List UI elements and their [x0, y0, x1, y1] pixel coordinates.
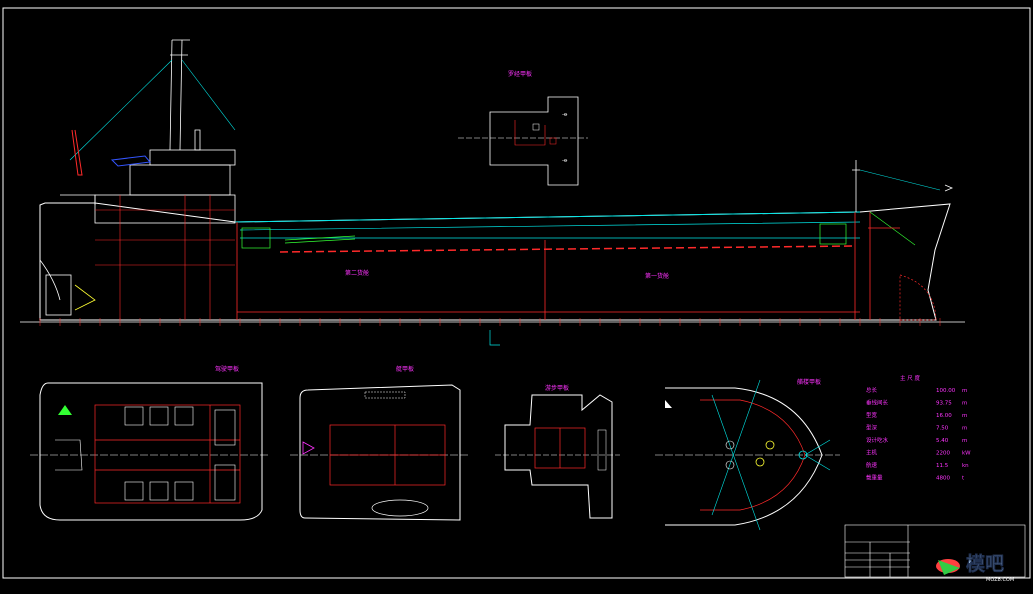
- deck-plan-4: 艏楼甲板: [655, 378, 840, 531]
- spec-label: 航速: [866, 461, 878, 469]
- spec-unit: m: [962, 426, 967, 432]
- specs-title: 主 尺 度: [900, 374, 920, 382]
- spec-unit: t: [962, 476, 965, 482]
- spec-value: 2200: [936, 451, 950, 457]
- specifications-table: 主 尺 度 总长 100.00 m 垂线间长 93.75 m 型宽 16.00 m 型深 7.50 m…: [866, 374, 971, 482]
- watermark-logo: 模吧 MOZ8.COM: [936, 552, 1014, 583]
- draft-marker: [489, 330, 500, 346]
- spec-unit: m: [962, 388, 967, 394]
- spec-unit: m: [962, 413, 967, 419]
- spec-value: 100.00: [936, 388, 956, 394]
- hold-top-dashed: [279, 245, 856, 253]
- compass-deck-plan: 罗经甲板 -ꝋ -ꝋ: [458, 70, 588, 186]
- frame-ticks: [39, 318, 941, 326]
- watermark-text: 模吧: [966, 552, 1004, 575]
- spec-value: 16.00: [936, 413, 952, 419]
- spec-label: 总长: [866, 386, 878, 394]
- stern: [39, 205, 96, 316]
- spec-label: 主机: [866, 449, 878, 457]
- hold-label-1: 第一货舱: [645, 272, 669, 280]
- watermark-subtext: MOZ8.COM: [986, 577, 1014, 583]
- spec-label: 设计吃水: [866, 436, 889, 444]
- spec-label: 垂线间长: [866, 399, 889, 407]
- profile-view: 第二货舱 第一货舱: [20, 39, 965, 346]
- spec-value: 4800: [936, 476, 950, 482]
- view-title-compass-deck: 罗经甲板: [508, 70, 532, 78]
- deck-plan-3: 游步甲板: [495, 384, 620, 519]
- bulkheads: [236, 212, 871, 320]
- view-title-4: 艏楼甲板: [797, 378, 821, 386]
- foremast: [852, 160, 860, 212]
- main-deck-line: [234, 211, 861, 223]
- rigging: [69, 59, 941, 246]
- crane: [71, 129, 83, 176]
- hold-label-2: 第二货舱: [345, 269, 369, 277]
- bow: [868, 227, 937, 321]
- spec-unit: m: [962, 401, 967, 407]
- spec-value: 93.75: [936, 401, 952, 407]
- spec-unit: kW: [962, 451, 971, 457]
- hatch-covers: [241, 223, 847, 249]
- spec-label: 载重量: [866, 474, 883, 482]
- svg-text:-ꝋ: -ꝋ: [562, 158, 568, 164]
- drawing-border: [2, 7, 1031, 579]
- deck-plan-1: 驾驶甲板: [30, 365, 270, 521]
- view-title-1: 驾驶甲板: [215, 365, 239, 373]
- spec-value: 5.40: [936, 438, 949, 444]
- superstructure: [60, 39, 236, 224]
- spec-value: 7.50: [936, 426, 949, 432]
- view-title-3: 游步甲板: [545, 384, 569, 392]
- hatch-coaming-line: [239, 221, 861, 239]
- spec-unit: m: [962, 438, 967, 444]
- superstructure-internal: [95, 195, 235, 320]
- svg-text:-ꝋ: -ꝋ: [562, 112, 568, 118]
- hull-outline: [39, 202, 951, 321]
- bow-flag: [944, 184, 954, 192]
- view-title-2: 艇甲板: [396, 365, 414, 373]
- spec-value: 11.5: [936, 463, 949, 469]
- blue-boat: [110, 155, 151, 167]
- title-block: [844, 524, 1026, 578]
- spec-label: 型深: [866, 424, 878, 432]
- spec-label: 型宽: [866, 411, 878, 419]
- spec-unit: kn: [962, 463, 969, 469]
- deck-plan-2: 艇甲板: [290, 365, 470, 521]
